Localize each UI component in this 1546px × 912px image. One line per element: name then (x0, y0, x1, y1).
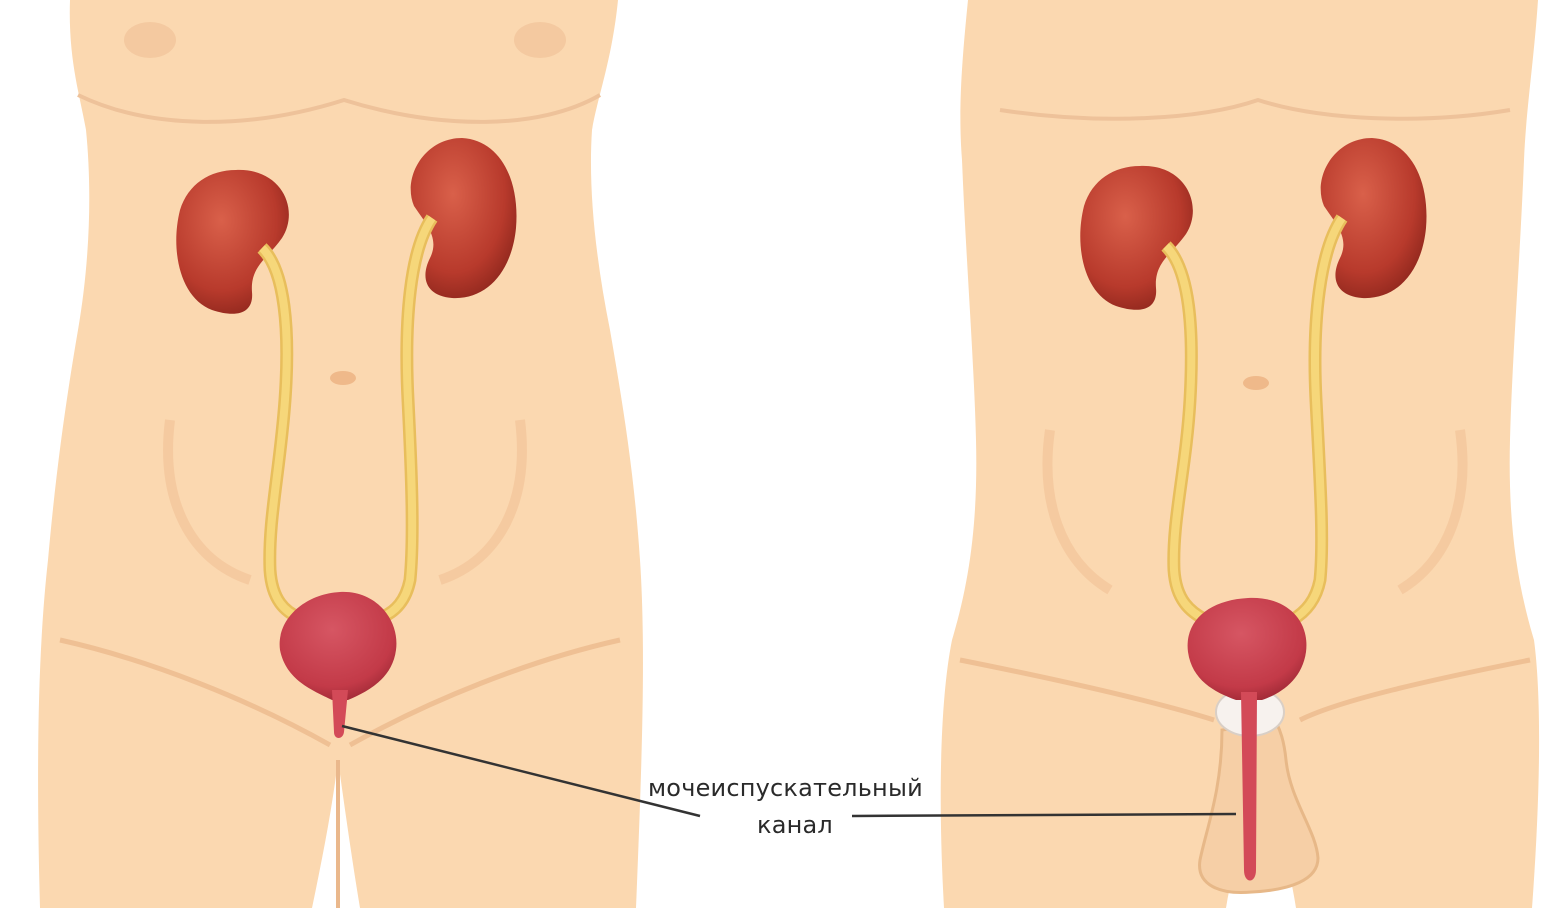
female-right-nipple (514, 22, 566, 58)
female-body-figure (38, 0, 643, 908)
female-torso (38, 0, 643, 908)
urethra-label-line2: канал (757, 811, 833, 839)
urethra-label-line1: мочеиспускательный (648, 774, 923, 802)
male-navel (1243, 376, 1269, 390)
female-navel (330, 371, 356, 385)
female-left-nipple (124, 22, 176, 58)
male-body-figure (941, 0, 1539, 908)
